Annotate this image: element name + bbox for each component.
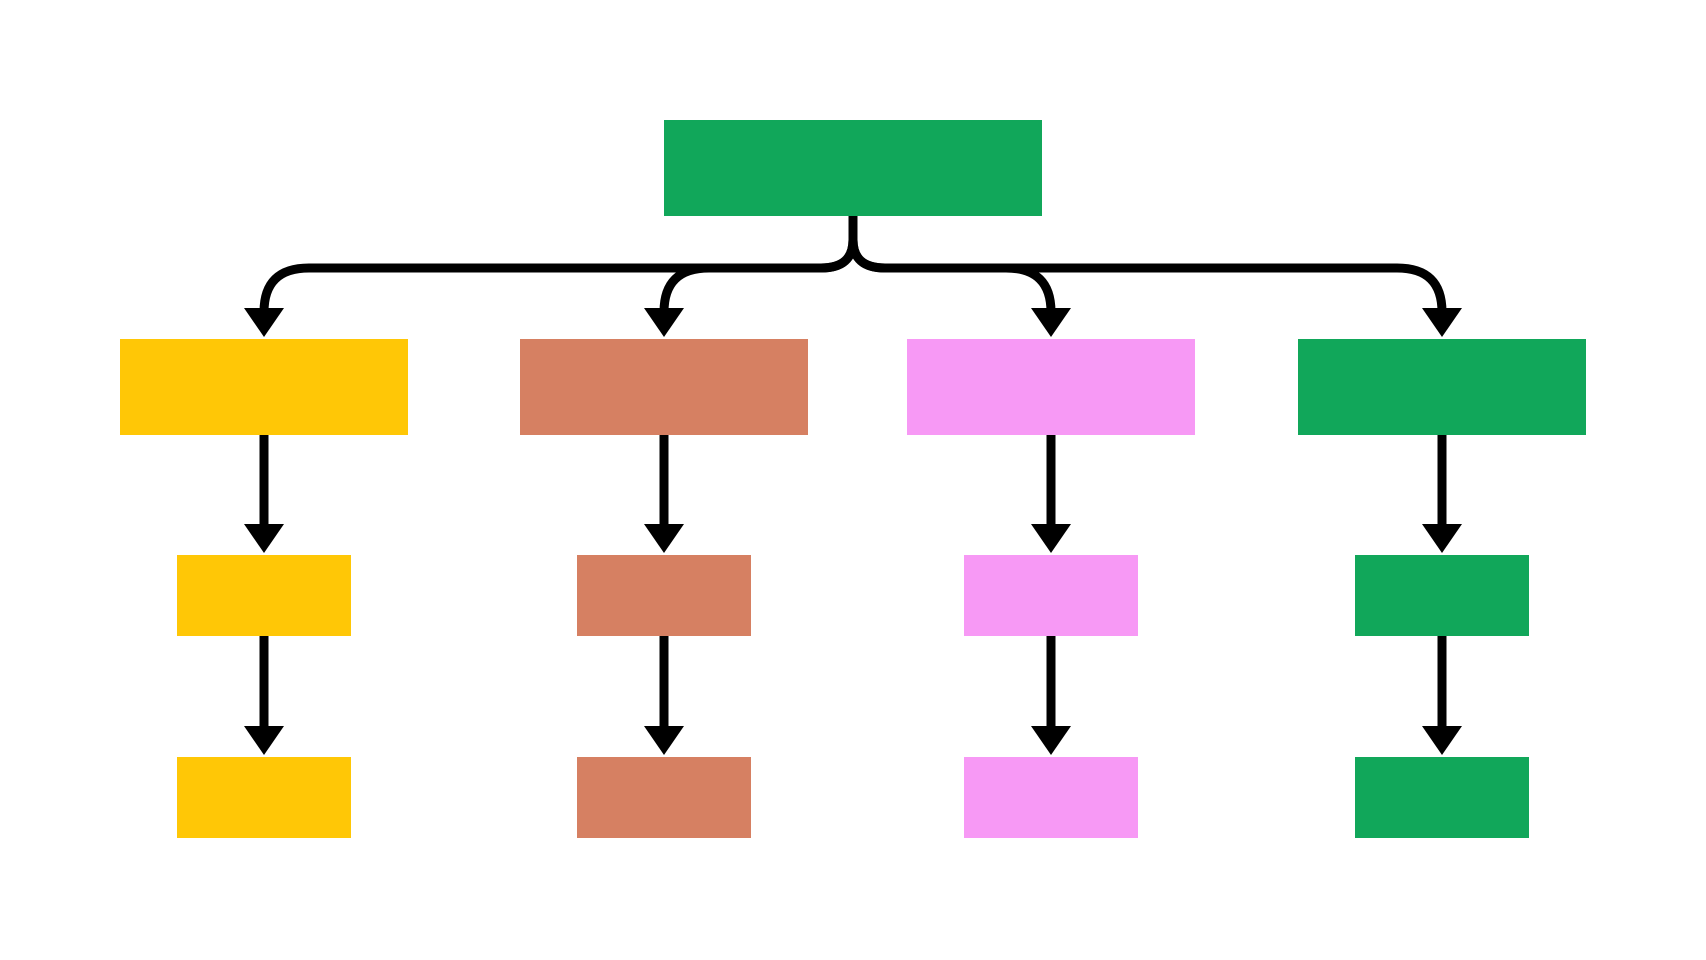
arrowhead-violet-3: [1031, 726, 1071, 755]
edges-layer: [244, 216, 1462, 755]
node-yellow-3: [177, 757, 351, 838]
edge-root-to-green-1: [848, 216, 1447, 313]
node-violet-3: [964, 757, 1138, 838]
nodes-layer: [120, 120, 1586, 838]
arrowhead-violet-1: [1031, 308, 1071, 337]
node-yellow-2: [177, 555, 351, 636]
arrowhead-yellow-2: [244, 524, 284, 553]
node-salmon-1: [520, 339, 808, 435]
node-root: [664, 120, 1042, 216]
node-salmon-3: [577, 757, 751, 838]
arrowhead-violet-2: [1031, 524, 1071, 553]
arrowhead-green-3: [1422, 726, 1462, 755]
node-salmon-2: [577, 555, 751, 636]
arrowhead-yellow-3: [244, 726, 284, 755]
node-green-2: [1355, 555, 1529, 636]
node-yellow-1: [120, 339, 408, 435]
arrowhead-salmon-1: [644, 308, 684, 337]
node-green-1: [1298, 339, 1586, 435]
node-violet-1: [907, 339, 1195, 435]
node-violet-2: [964, 555, 1138, 636]
arrowhead-salmon-3: [644, 726, 684, 755]
arrowhead-green-1: [1422, 308, 1462, 337]
arrowhead-green-2: [1422, 524, 1462, 553]
arrowhead-salmon-2: [644, 524, 684, 553]
node-green-3: [1355, 757, 1529, 838]
arrowhead-yellow-1: [244, 308, 284, 337]
